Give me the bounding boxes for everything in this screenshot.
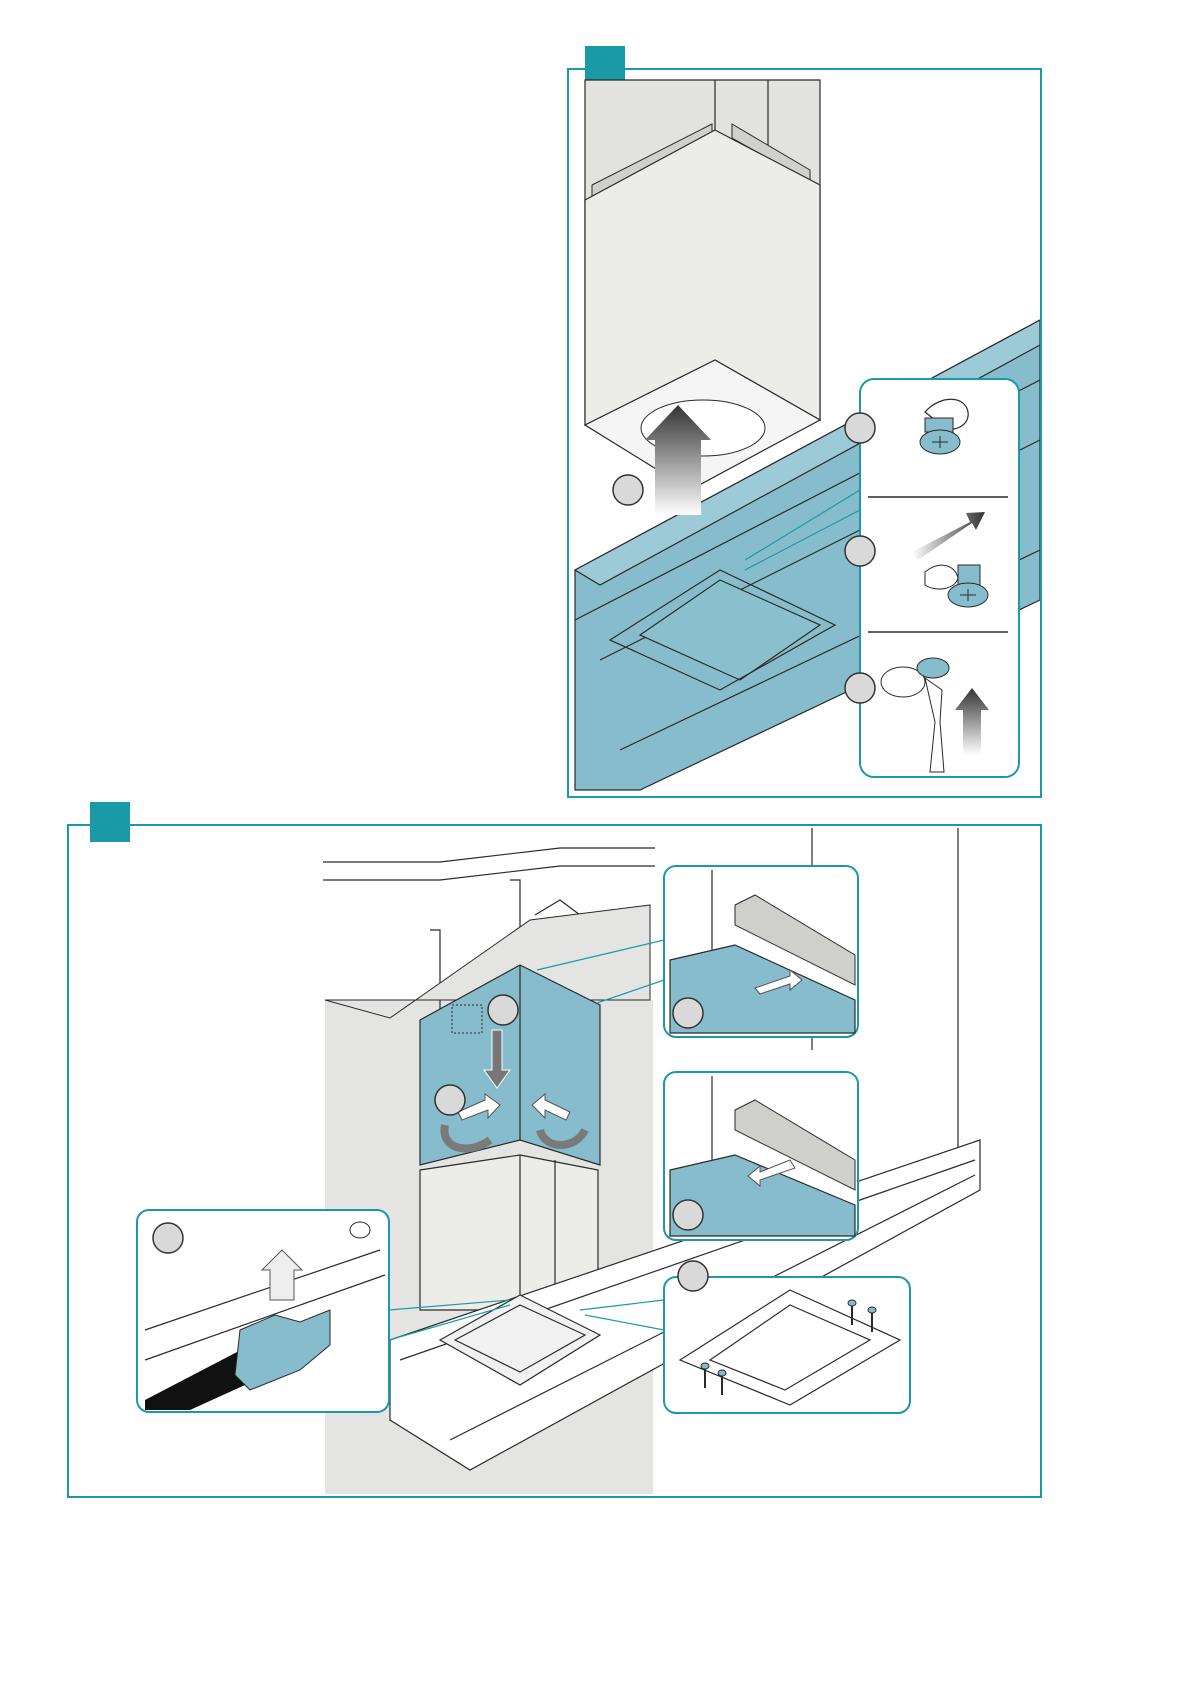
bottom-step-marker-6 (678, 1261, 708, 1291)
bottom-step-marker-2 (435, 1085, 465, 1115)
bottom-step-marker-1 (488, 995, 518, 1025)
bottom-step-marker-3 (673, 998, 703, 1028)
bottom-step-marker-4 (673, 1200, 703, 1230)
screw-head-icon (350, 1222, 370, 1238)
bottom-step-marker-5 (153, 1223, 183, 1253)
